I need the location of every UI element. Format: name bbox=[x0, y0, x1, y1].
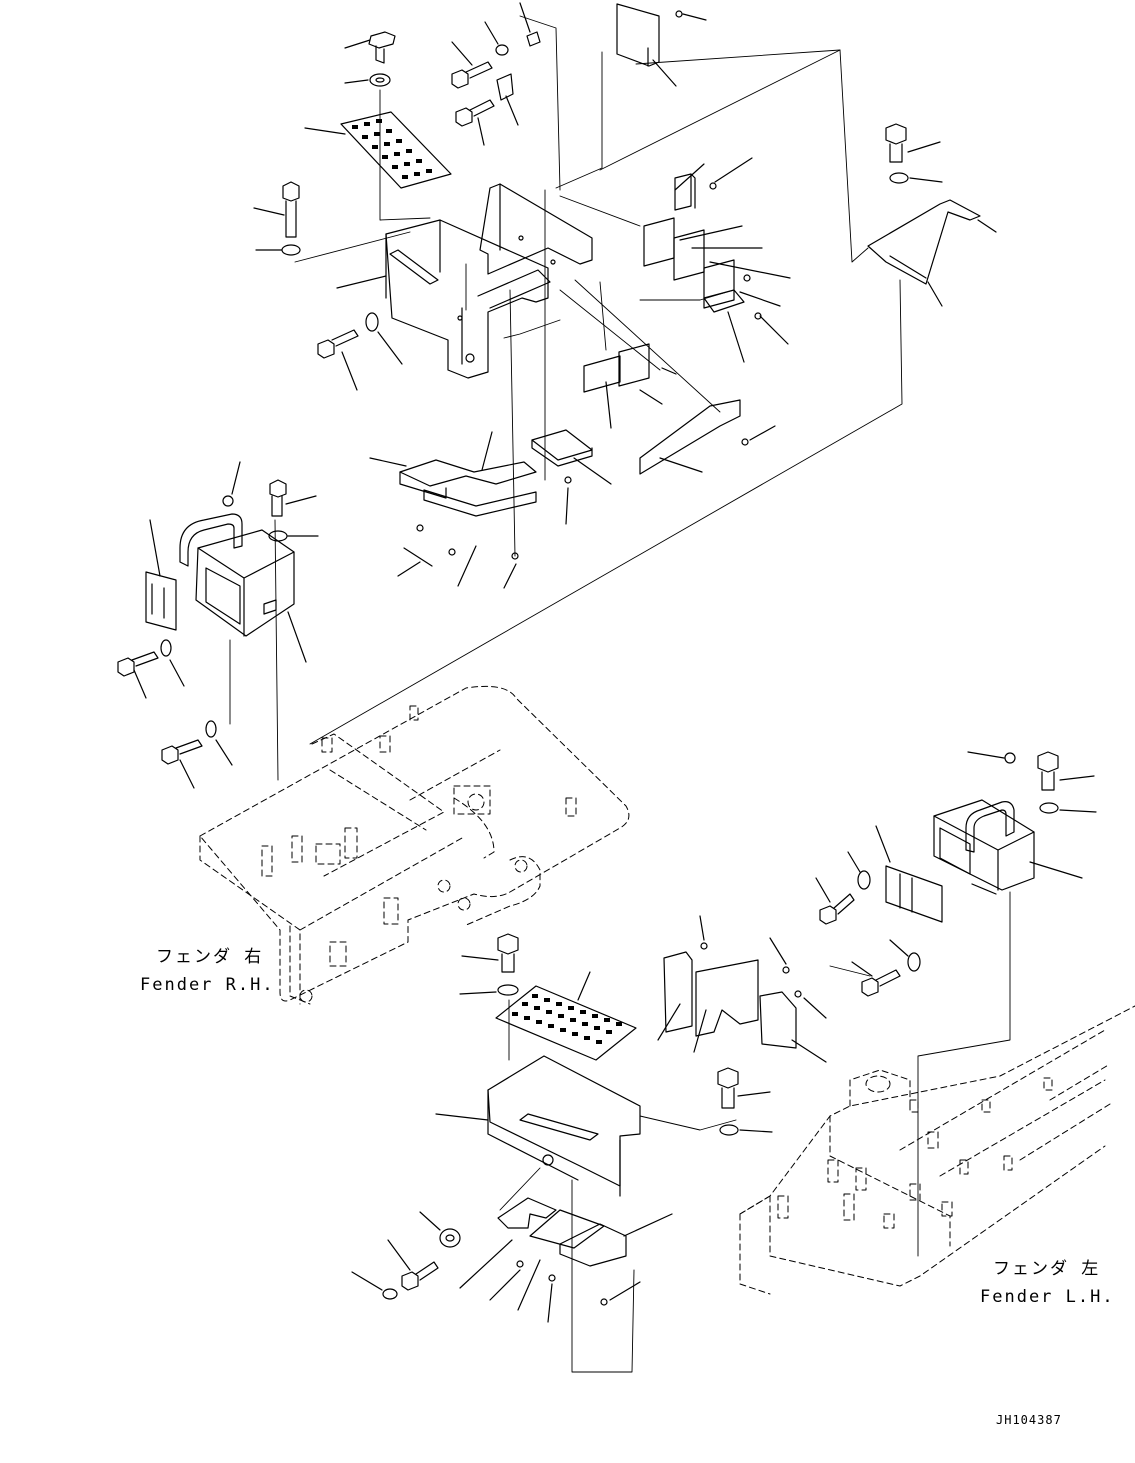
fender-rh-jp-text: フェンダ 右 bbox=[156, 947, 263, 967]
lh-step-assembly bbox=[351, 751, 1097, 1373]
washer-icon bbox=[419, 1211, 461, 1248]
rubber-pads bbox=[657, 915, 827, 1063]
bolt-icon bbox=[269, 479, 317, 517]
fender-lh-jp-text: フェンダ 左 bbox=[993, 1259, 1100, 1279]
washer-icon bbox=[847, 851, 871, 890]
bolt-icon bbox=[387, 1239, 439, 1291]
step-box-rh bbox=[336, 219, 549, 379]
bolt-icon bbox=[461, 933, 519, 973]
clip-icon bbox=[496, 73, 519, 126]
bolt-icon bbox=[451, 41, 493, 89]
bolt-icon bbox=[317, 329, 359, 391]
bolt-icon bbox=[1037, 751, 1095, 791]
plug-icon bbox=[351, 1271, 398, 1300]
washer-icon bbox=[365, 312, 403, 365]
handrail-box-lh bbox=[933, 751, 1083, 895]
rubber-pads bbox=[531, 429, 612, 485]
fender-rh-en-text: Fender R.H. bbox=[140, 975, 275, 995]
washer-icon bbox=[205, 720, 233, 766]
washer-icon bbox=[459, 984, 519, 996]
rubber-pads bbox=[643, 157, 791, 363]
washer-icon bbox=[889, 939, 921, 972]
perforated-step-plate bbox=[304, 111, 452, 189]
bracket-plate bbox=[616, 3, 707, 87]
washer-icon bbox=[255, 244, 301, 256]
step-box-lh bbox=[435, 1055, 641, 1197]
bolt-icon bbox=[851, 961, 901, 997]
grip-plates bbox=[145, 519, 177, 631]
washer-icon bbox=[160, 639, 185, 687]
handrail-box-rh bbox=[179, 513, 307, 663]
washer-icon bbox=[268, 530, 319, 542]
rubber-pads bbox=[639, 399, 776, 475]
bolt-icon bbox=[344, 31, 396, 64]
grip-plates bbox=[875, 825, 943, 923]
fender-rh-outline bbox=[199, 685, 630, 1005]
washer-icon bbox=[719, 1124, 773, 1136]
clip-icon bbox=[519, 2, 541, 47]
bolt-icon bbox=[253, 181, 300, 238]
bolt-icon bbox=[455, 99, 495, 146]
washer-icon bbox=[1039, 802, 1097, 814]
fender-rh-label: フェンダ 右 Fender R.H. bbox=[140, 947, 275, 995]
washer-icon bbox=[889, 172, 943, 184]
rubber-pads bbox=[583, 343, 677, 429]
side-frame bbox=[477, 183, 593, 309]
drawing-code: JH104387 bbox=[996, 1413, 1062, 1427]
washer-icon bbox=[344, 73, 391, 87]
foot-pads bbox=[459, 1197, 673, 1323]
fender-lh-outline bbox=[739, 1005, 1135, 1295]
assembly-leader-lines bbox=[229, 15, 903, 781]
washer-icon bbox=[484, 21, 509, 56]
bolt-icon bbox=[717, 1067, 771, 1109]
foot-pads bbox=[222, 431, 572, 589]
perforated-step-plate bbox=[495, 971, 637, 1061]
fender-lh-label: フェンダ 左 Fender L.H. bbox=[980, 1259, 1115, 1307]
bolt-icon bbox=[161, 739, 203, 789]
bolt-icon bbox=[815, 877, 855, 925]
bolt-icon bbox=[885, 123, 941, 163]
bolt-icon bbox=[117, 651, 159, 699]
rh-step-assembly bbox=[117, 2, 997, 789]
fender-lh-en-text: Fender L.H. bbox=[980, 1287, 1115, 1307]
assembly-leader-lines bbox=[499, 891, 1011, 1373]
support-bracket bbox=[867, 199, 997, 307]
